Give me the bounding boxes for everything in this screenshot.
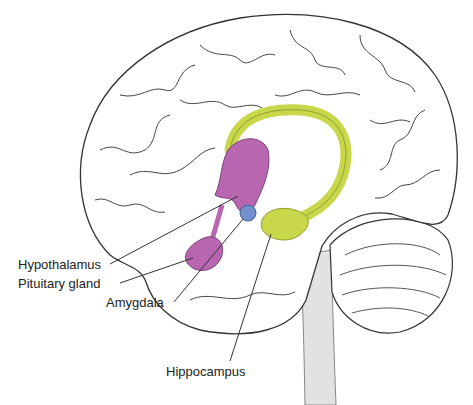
hippocampus-shape — [261, 208, 308, 240]
gyri — [95, 30, 440, 300]
part-label: Hippocampus — [166, 364, 246, 379]
cerebellum-folds — [340, 244, 446, 316]
part-label: Hypothalamus — [18, 257, 101, 272]
part-label: Pituitary gland — [18, 276, 100, 291]
pituitary-stalk — [212, 205, 222, 240]
part-label: Amygdala — [106, 295, 164, 310]
cerebrum-outline — [80, 15, 457, 334]
cerebellum — [330, 219, 452, 333]
amygdala-shape — [240, 205, 256, 221]
hypothalamus-shape — [215, 139, 269, 213]
leader-lines — [110, 196, 271, 361]
